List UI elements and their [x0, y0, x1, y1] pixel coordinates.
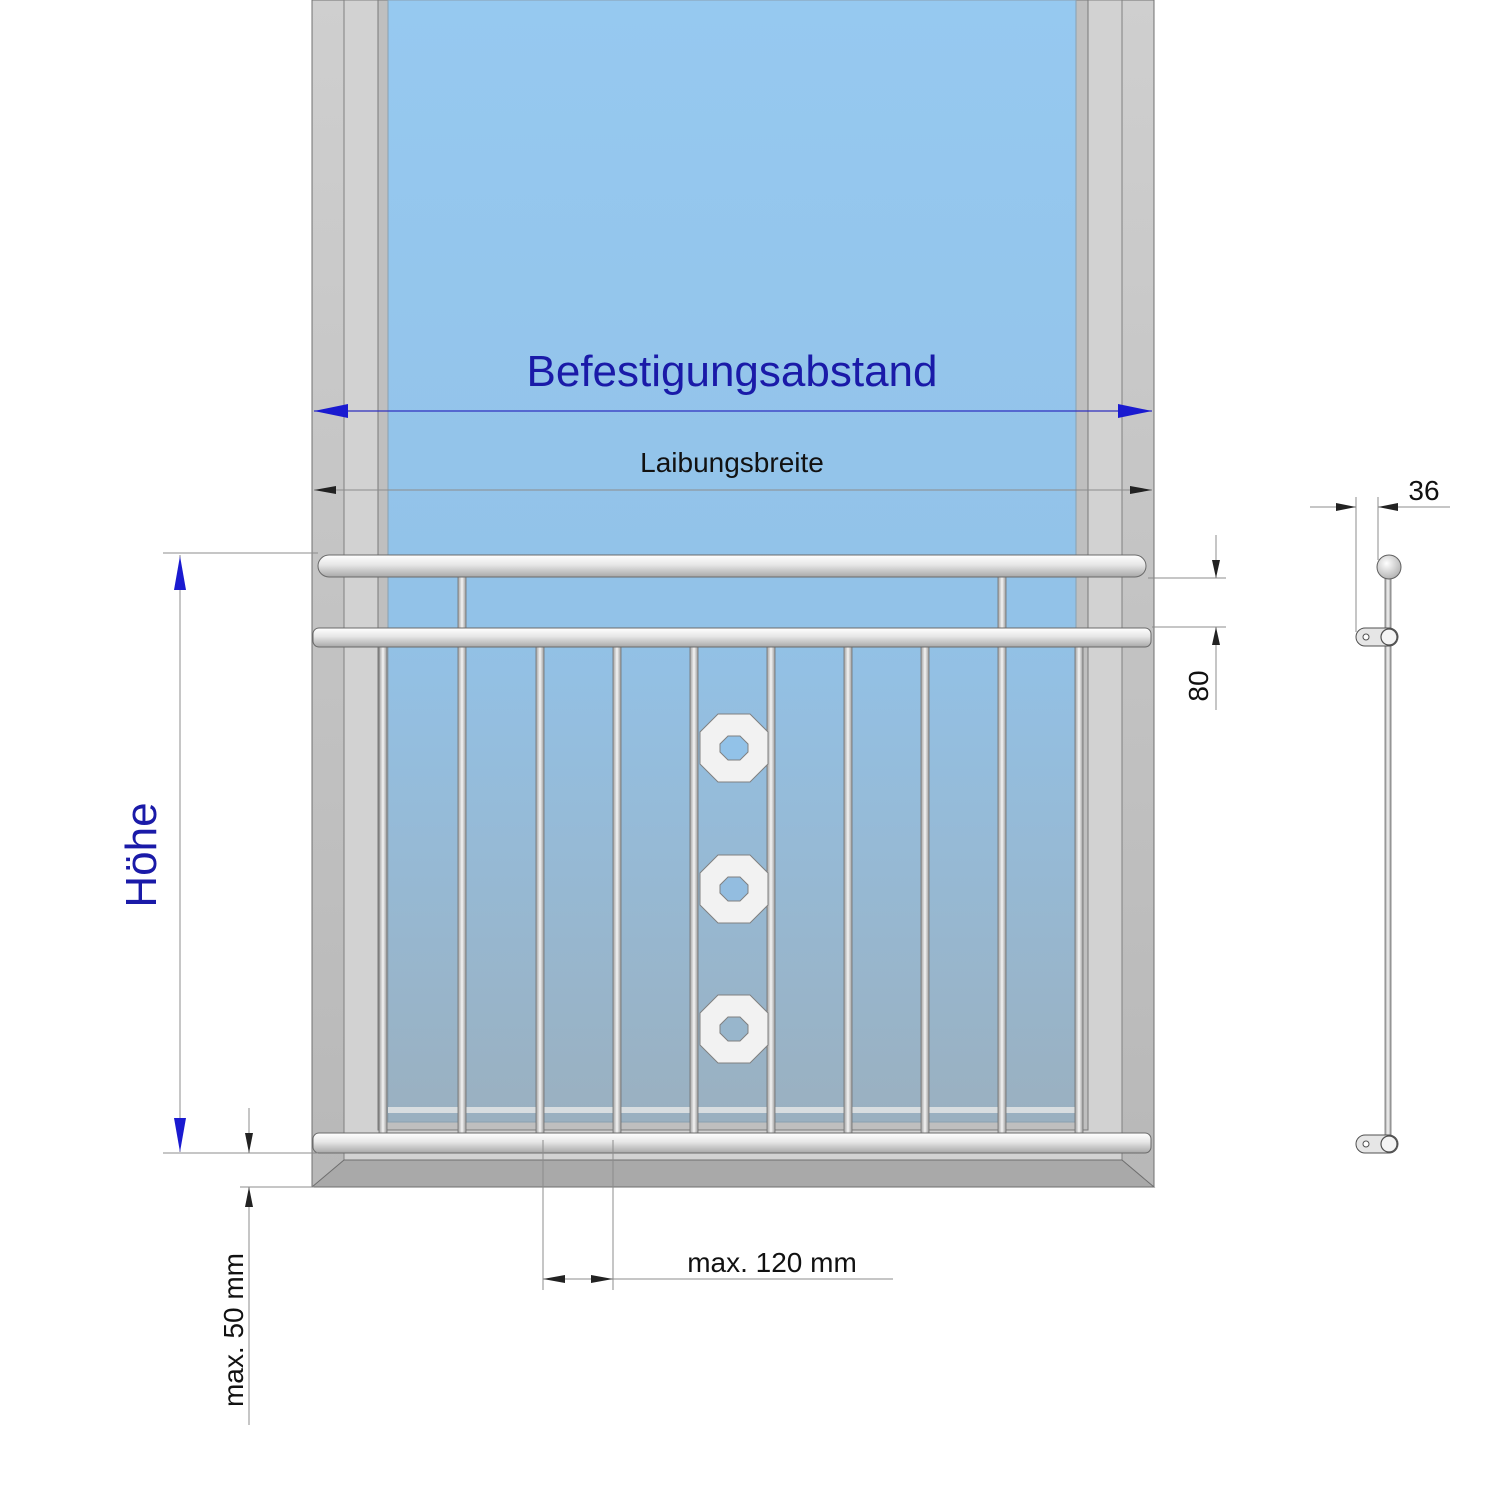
railing-post: [997, 574, 1007, 631]
railing-bar: [920, 644, 930, 1136]
octagon-ornament: [699, 713, 769, 783]
top-handrail: [317, 554, 1147, 578]
laibungsbreite-label: Laibungsbreite: [640, 447, 824, 478]
side-view-profile: [1355, 554, 1402, 1154]
railing-bar: [689, 644, 699, 1136]
octagon-ornament: [699, 854, 769, 924]
railing-bar: [612, 644, 622, 1136]
mounting-bracket-top: [1355, 627, 1399, 647]
max-120-dimension: [542, 1140, 893, 1290]
laibungsbreite-dimension: [314, 486, 1152, 494]
middle-rail: [312, 627, 1152, 648]
railing-bar: [997, 644, 1007, 1136]
mounting-bracket-bottom: [1355, 1134, 1399, 1154]
railing-rails: [312, 554, 1152, 1154]
railing-bar: [457, 644, 467, 1136]
befestigungsabstand-dimension: [314, 404, 1152, 418]
railing-post: [457, 574, 467, 631]
befestigungsabstand-label: Befestigungsabstand: [527, 347, 938, 396]
railing-bar: [1074, 644, 1084, 1136]
hoehe-dimension: [163, 552, 318, 1154]
dim-36-label: 36: [1408, 475, 1439, 506]
handrail-knob: [1376, 554, 1402, 580]
max-50-label: max. 50 mm: [218, 1253, 249, 1407]
bottom-rail: [312, 1132, 1152, 1154]
railing-bar: [378, 644, 388, 1136]
octagon-ornaments: [699, 713, 769, 1064]
dim-80-dimension: [1148, 535, 1226, 710]
octagon-ornament: [699, 994, 769, 1064]
railing-bar: [535, 644, 545, 1136]
dim-80-label: 80: [1183, 670, 1214, 701]
max-120-label: max. 120 mm: [687, 1247, 857, 1278]
hoehe-label: Höhe: [117, 802, 166, 907]
dim-36-dimension: [1310, 497, 1450, 632]
max-50-dimension: [240, 1108, 314, 1425]
railing-bar: [843, 644, 853, 1136]
